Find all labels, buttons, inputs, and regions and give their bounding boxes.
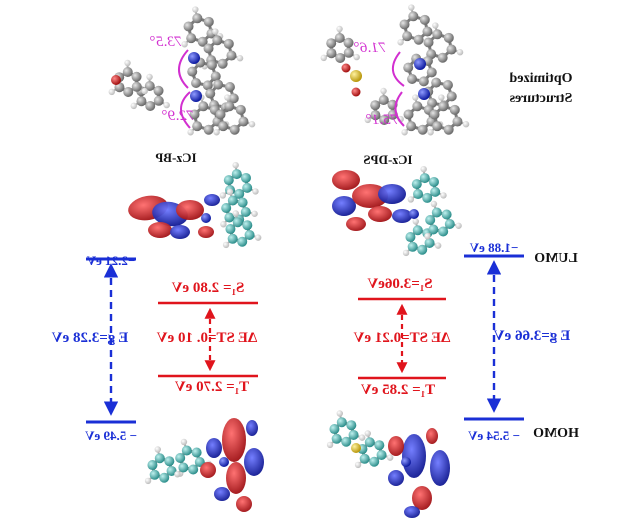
homo-label: HOMO — [533, 426, 579, 441]
angle-bp-bottom: 72.9° — [162, 108, 194, 124]
angle-dps-top: 71.6° — [354, 40, 386, 56]
dihedral-angle-annotations — [178, 49, 405, 129]
angle-bp-top: 73.5° — [150, 34, 182, 50]
angle-arc-bp-bottom — [180, 91, 191, 129]
angle-arc-dps-bottom — [394, 91, 405, 127]
angle-arc-dps-top — [392, 51, 405, 87]
dps-dest-value: ΔE ST=0.21 eV — [353, 330, 450, 346]
bp-dest-value: ΔE ST=0. 10 eV — [157, 330, 258, 346]
dps-energy-gap: E g=3.66 eV — [494, 328, 571, 344]
structures-label-line1: Optimized — [509, 71, 572, 86]
molecule-name-bp: ICz-BP — [155, 150, 196, 165]
dps-s1-value: S₁=3.06eV — [367, 276, 432, 292]
structures-label-line2: Structures — [509, 91, 572, 106]
dps-homo-value: − 5.54 eV — [467, 428, 519, 443]
homo-orbital-bp — [144, 418, 264, 512]
angle-arc-bp-top — [178, 49, 189, 89]
dps-t1-value: T₁= 2.85 eV — [361, 382, 435, 398]
homo-orbital-dps — [326, 410, 450, 518]
lumo-orbital-bp — [128, 161, 262, 249]
structure-dps — [320, 4, 470, 136]
angle-dps-bottom: 75.1° — [366, 112, 398, 128]
bp-energy-gap: E g=3.28 eV — [52, 330, 129, 346]
bp-lumo-value: −2.21 eV — [86, 253, 135, 268]
bp-t1-value: T₁= 2.70 eV — [175, 379, 249, 395]
bp-s1-value: S₁= 2.80 eV — [172, 280, 245, 296]
molecule-name-dps: ICz-DPS — [363, 152, 412, 167]
lumo-label: LUMO — [534, 251, 578, 266]
structure-bp — [108, 6, 256, 136]
dps-lumo-value: −1.88 eV — [469, 240, 518, 255]
lumo-orbital-dps — [332, 165, 462, 257]
molecule-renderings — [108, 4, 470, 518]
bp-homo-value: − 5.49 eV — [84, 428, 136, 443]
